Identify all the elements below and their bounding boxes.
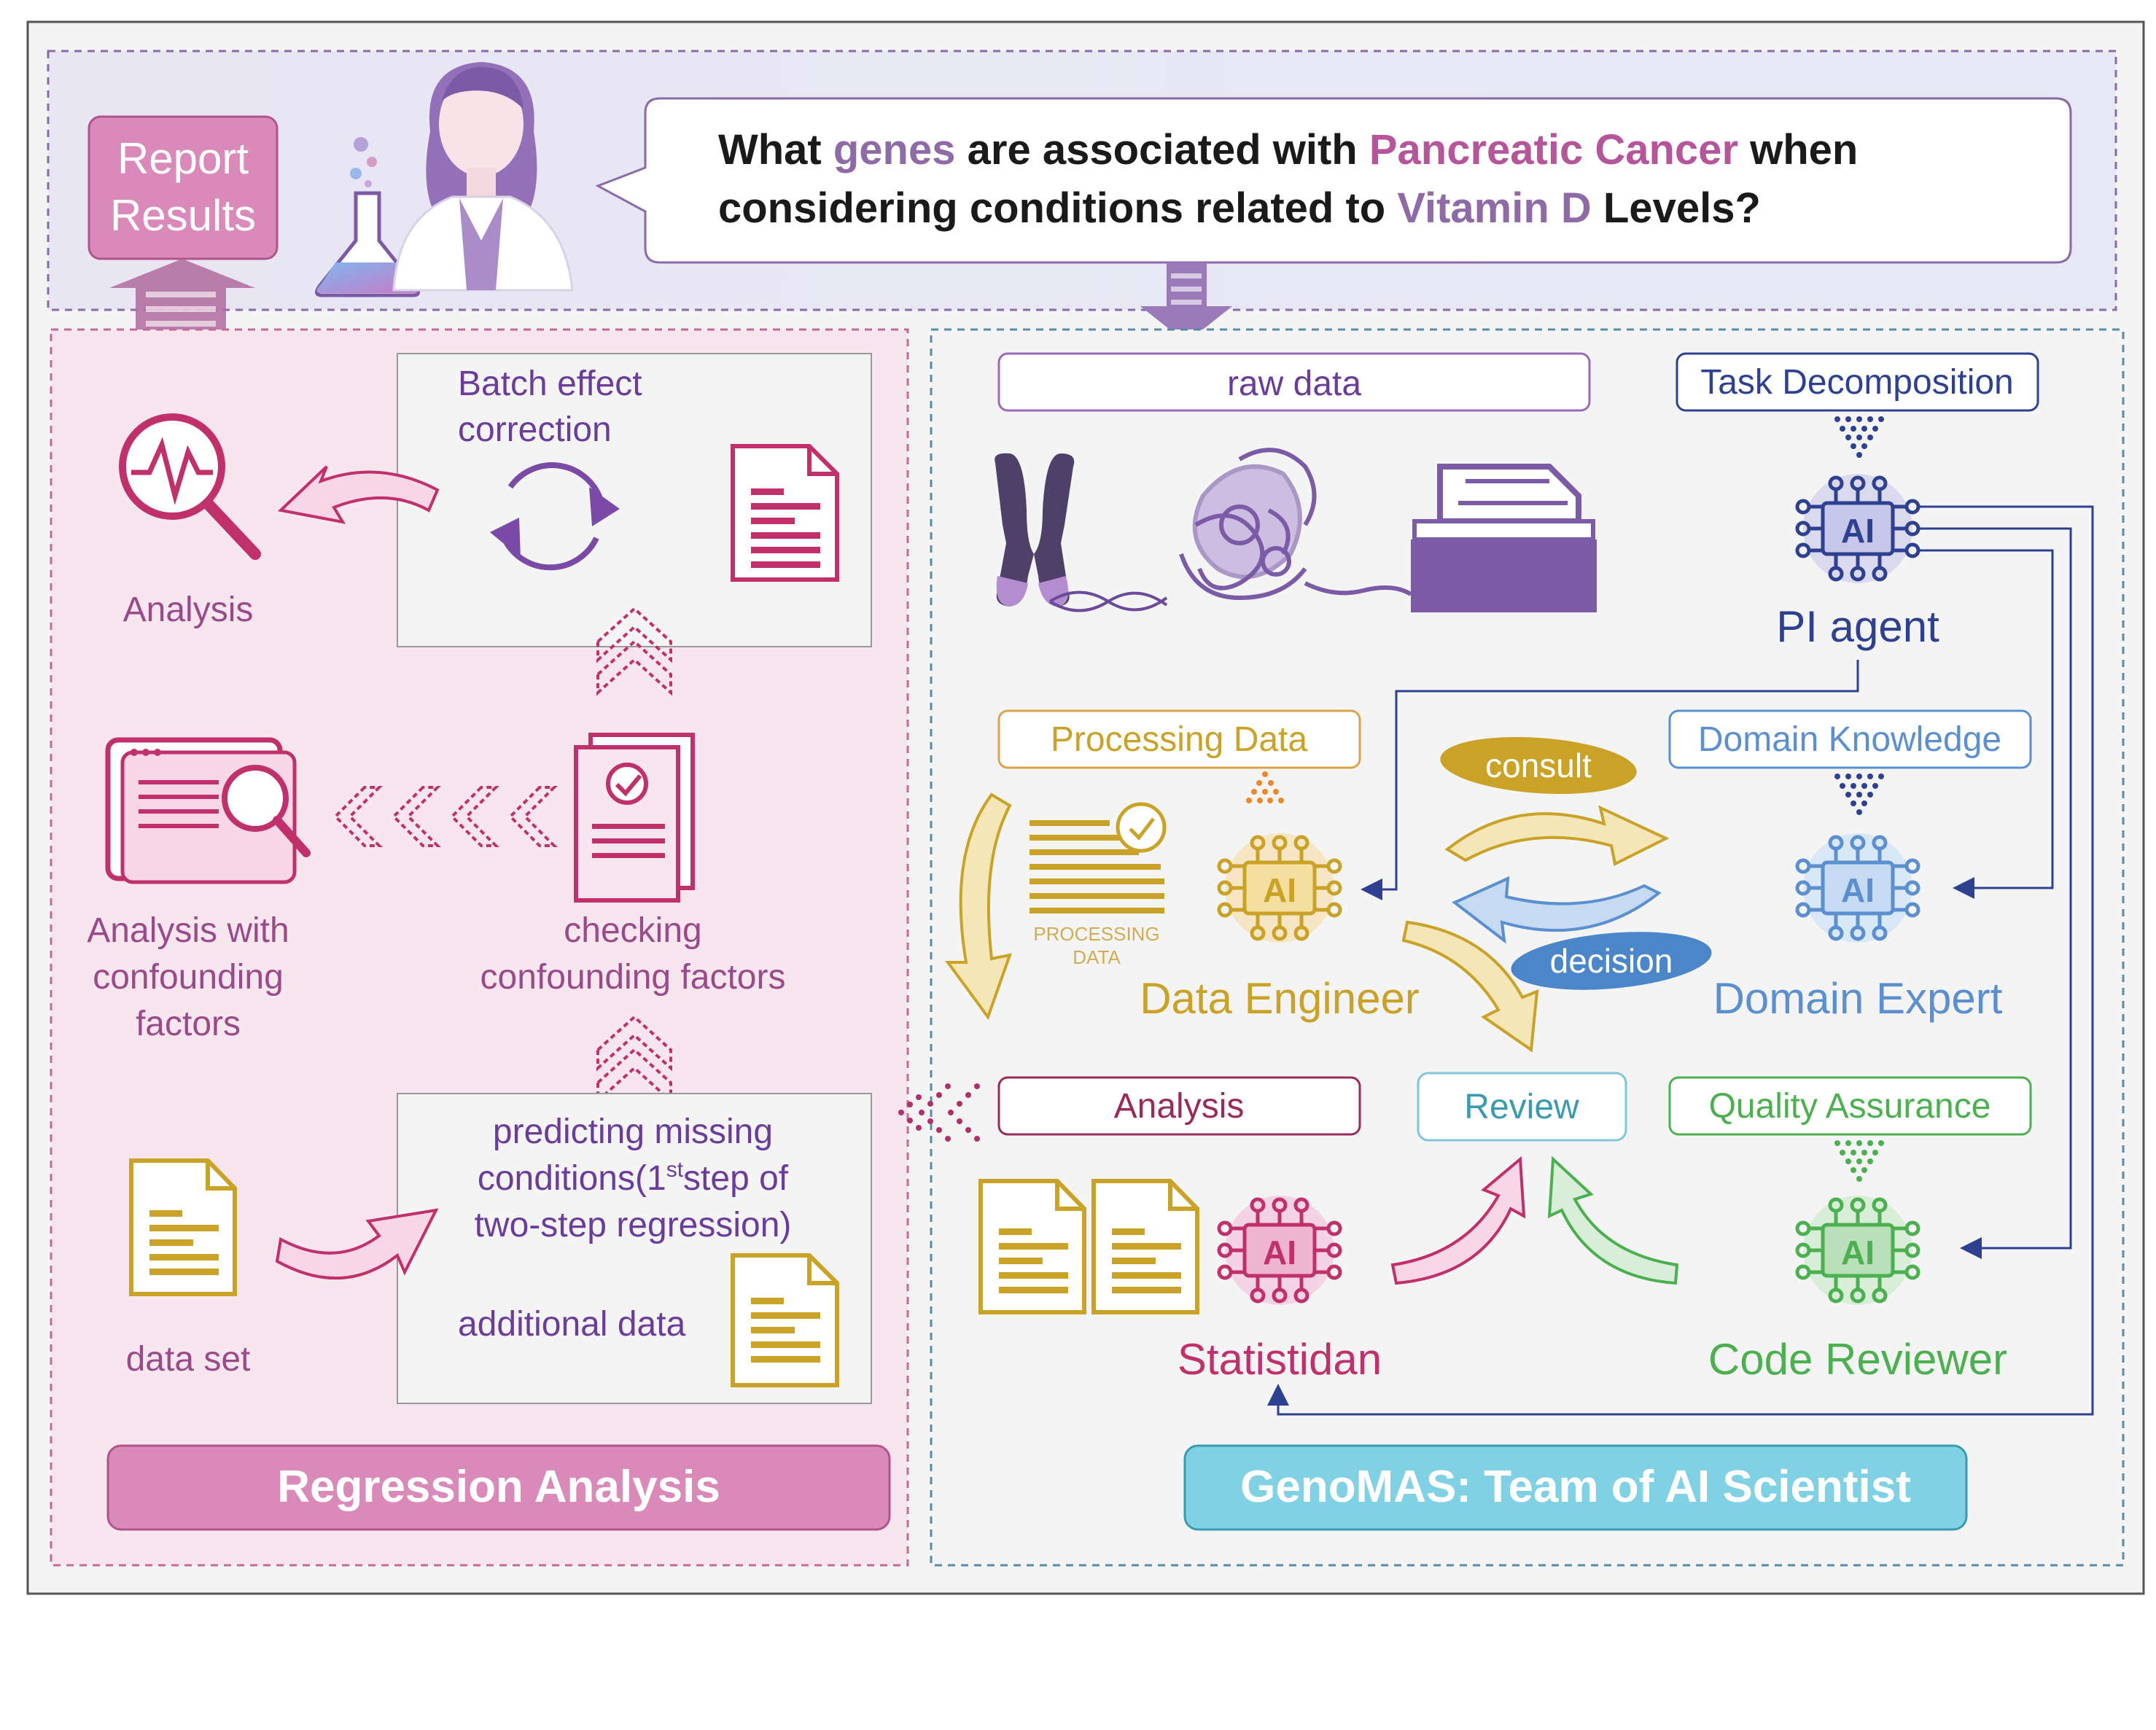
analysis-conf-line3: factors — [136, 1005, 241, 1043]
task-dots-arrow-icon — [1834, 416, 1884, 458]
data-engineer-ai-chip-icon: AI — [1217, 833, 1342, 943]
pi-connector-lines — [1267, 505, 2094, 1416]
processing-data-box: Processing Data — [997, 709, 1361, 769]
processing-doc-line2: DATA — [1073, 946, 1121, 968]
question-bubble: What genes are associated with Pancreati… — [595, 97, 2072, 264]
data-engineer-label: Data Engineer — [1140, 974, 1420, 1023]
gold-curved-arrow-icon — [945, 792, 1013, 1021]
predict-line1: predicting missing — [493, 1113, 773, 1151]
task-decomp-label: Task Decomposition — [1700, 363, 2014, 402]
bubble-down-arrow-icon — [1140, 262, 1232, 343]
question-line2: considering conditions related to Vitami… — [718, 184, 1761, 232]
analysis-magnifier-icon — [119, 413, 261, 560]
curved-arrow-2-icon — [275, 1208, 439, 1280]
report-results-box: Report Results — [87, 115, 279, 260]
scientist-avatar — [392, 62, 574, 292]
regression-title: Regression Analysis — [277, 1462, 720, 1512]
domain-expert-ai-chip-icon: AI — [1795, 833, 1920, 943]
consult-label: consult — [1485, 747, 1592, 784]
svg-text:AI: AI — [1841, 871, 1875, 909]
magenta-up-arrow-icon — [1390, 1156, 1526, 1285]
batch-correction-box: Batch effect correction — [397, 353, 872, 647]
analysis-conf-line1: Analysis with — [87, 911, 289, 950]
report-line2: Results — [110, 191, 256, 240]
task-decomposition-box: Task Decomposition — [1676, 352, 2039, 412]
question-line1: What genes are associated with Pancreati… — [718, 126, 1858, 174]
genomas-title: GenoMAS: Team of AI Scientist — [1240, 1462, 1911, 1512]
domain-dots-arrow-icon — [1834, 774, 1884, 815]
dashed-left-chevrons-icon — [333, 786, 558, 847]
consult-badge: consult — [1440, 736, 1637, 795]
decision-label: decision — [1550, 942, 1673, 980]
domain-knowledge-box: Domain Knowledge — [1668, 709, 2032, 769]
report-line1: Report — [117, 134, 249, 183]
analysis-label: Analysis — [123, 591, 254, 629]
svg-text:AI: AI — [1263, 1234, 1296, 1271]
processing-doc-line1: PROCESSING — [1033, 923, 1159, 945]
cycle-head-2 — [490, 518, 521, 558]
protein-structure-icon — [1179, 448, 1412, 601]
dataset-document-icon — [129, 1158, 237, 1296]
svg-text:AI: AI — [1263, 871, 1296, 909]
predicting-box: predicting missing conditions(1ststep of… — [397, 1093, 872, 1404]
domain-knowledge-label: Domain Knowledge — [1698, 720, 2001, 759]
gold-down-arrow-icon — [1401, 920, 1539, 1053]
pi-agent-label: PI agent — [1776, 602, 1939, 651]
analysis-right-label: Analysis — [1114, 1087, 1245, 1126]
predict-line3: two-step regression) — [475, 1206, 792, 1244]
quality-assurance-box: Quality Assurance — [1668, 1076, 2032, 1136]
checking-line1: checking — [564, 911, 701, 950]
decision-arrow-icon — [1452, 876, 1662, 944]
batch-line2: correction — [458, 410, 612, 449]
svg-text:AI: AI — [1841, 512, 1875, 550]
batch-line1: Batch effect — [458, 365, 642, 403]
processing-dots-icon — [1246, 771, 1284, 803]
dataset-label: data set — [126, 1340, 251, 1379]
predict-line2: conditions(1ststep of — [478, 1158, 789, 1198]
dotted-left-arrows-icon — [898, 1083, 980, 1142]
regression-title-badge: Regression Analysis — [106, 1444, 891, 1531]
curved-arrow-icon — [277, 465, 440, 524]
dashed-up-chevrons-icon — [596, 607, 672, 696]
processing-label: Processing Data — [1051, 720, 1307, 759]
chromosome-icon — [995, 453, 1168, 612]
green-up-arrow-icon — [1547, 1156, 1679, 1285]
pi-agent-ai-chip-icon: AI — [1795, 474, 1920, 583]
browser-magnifier-icon — [105, 737, 311, 884]
additional-data-label: additional data — [458, 1305, 686, 1344]
genomas-title-badge: GenoMAS: Team of AI Scientist — [1183, 1444, 1968, 1531]
statistician-documents-icon — [978, 1179, 1199, 1314]
code-reviewer-label: Code Reviewer — [1708, 1335, 2007, 1384]
review-label: Review — [1464, 1088, 1579, 1126]
checking-line2: confounding factors — [480, 958, 786, 997]
refresh-cycle-icon — [504, 462, 604, 571]
cycle-head-1 — [589, 487, 620, 526]
document-icon — [731, 444, 839, 582]
quality-dots-arrow-icon — [1834, 1140, 1884, 1182]
consult-arrow-icon — [1444, 805, 1670, 866]
raw-data-label: raw data — [1227, 365, 1361, 403]
analysis-conf-line2: confounding — [93, 958, 284, 997]
checklist-document-icon — [574, 733, 695, 903]
report-up-arrow-icon — [109, 259, 255, 343]
svg-text:AI: AI — [1841, 1234, 1875, 1271]
analysis-box: Analysis — [997, 1076, 1361, 1136]
review-box: Review — [1417, 1072, 1627, 1142]
printer-icon — [1411, 464, 1597, 612]
statistician-label: Statistidan — [1178, 1335, 1382, 1384]
code-reviewer-ai-chip-icon: AI — [1795, 1196, 1920, 1305]
decision-badge: decision — [1511, 932, 1712, 990]
domain-expert-label: Domain Expert — [1713, 974, 2003, 1023]
processing-document-icon: PROCESSING DATA — [1030, 802, 1167, 968]
quality-label: Quality Assurance — [1709, 1087, 1991, 1126]
additional-document-icon — [731, 1253, 839, 1387]
statistician-ai-chip-icon: AI — [1217, 1196, 1342, 1305]
raw-data-box: raw data — [997, 352, 1591, 412]
